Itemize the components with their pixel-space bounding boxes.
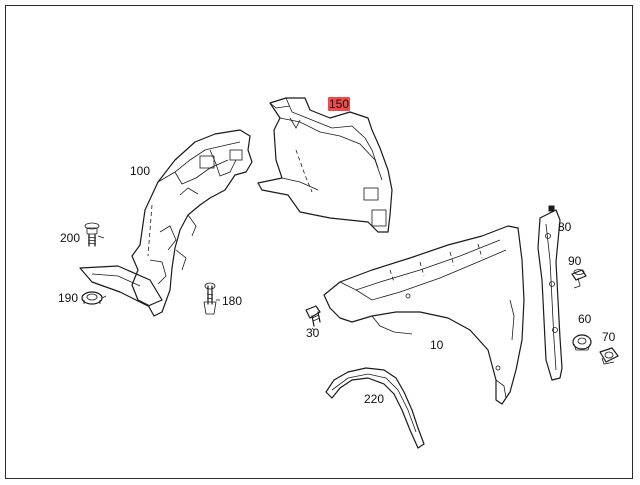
diagram-frame — [5, 5, 633, 479]
label-150[interactable]: 150 — [328, 97, 351, 111]
label-80[interactable]: 80 — [558, 220, 572, 234]
part-90-bolt[interactable] — [571, 269, 587, 289]
part-150-splash-shield[interactable] — [257, 97, 393, 233]
part-180-clip[interactable] — [203, 282, 217, 315]
part-220-arch-trim[interactable] — [325, 367, 425, 449]
label-30[interactable]: 30 — [306, 326, 320, 340]
part-10-fender[interactable] — [323, 225, 525, 405]
part-200-bolt[interactable] — [84, 222, 100, 247]
part-100-wheelhouse-liner[interactable] — [131, 129, 253, 317]
part-190-nut[interactable] — [81, 291, 103, 305]
part-70-nut[interactable] — [599, 347, 619, 365]
label-220[interactable]: 220 — [364, 392, 385, 406]
part-80-bracket[interactable] — [537, 205, 563, 381]
label-200[interactable]: 200 — [60, 231, 81, 245]
label-10[interactable]: 10 — [430, 338, 444, 352]
part-60-nut[interactable] — [572, 334, 592, 351]
part-30-screw[interactable] — [305, 305, 321, 327]
label-180[interactable]: 180 — [222, 294, 243, 308]
label-100[interactable]: 100 — [130, 164, 151, 178]
liner-lower-bracket — [79, 265, 163, 307]
label-60[interactable]: 60 — [578, 312, 592, 326]
label-70[interactable]: 70 — [602, 330, 616, 344]
label-190[interactable]: 190 — [58, 291, 79, 305]
label-90[interactable]: 90 — [568, 254, 582, 268]
